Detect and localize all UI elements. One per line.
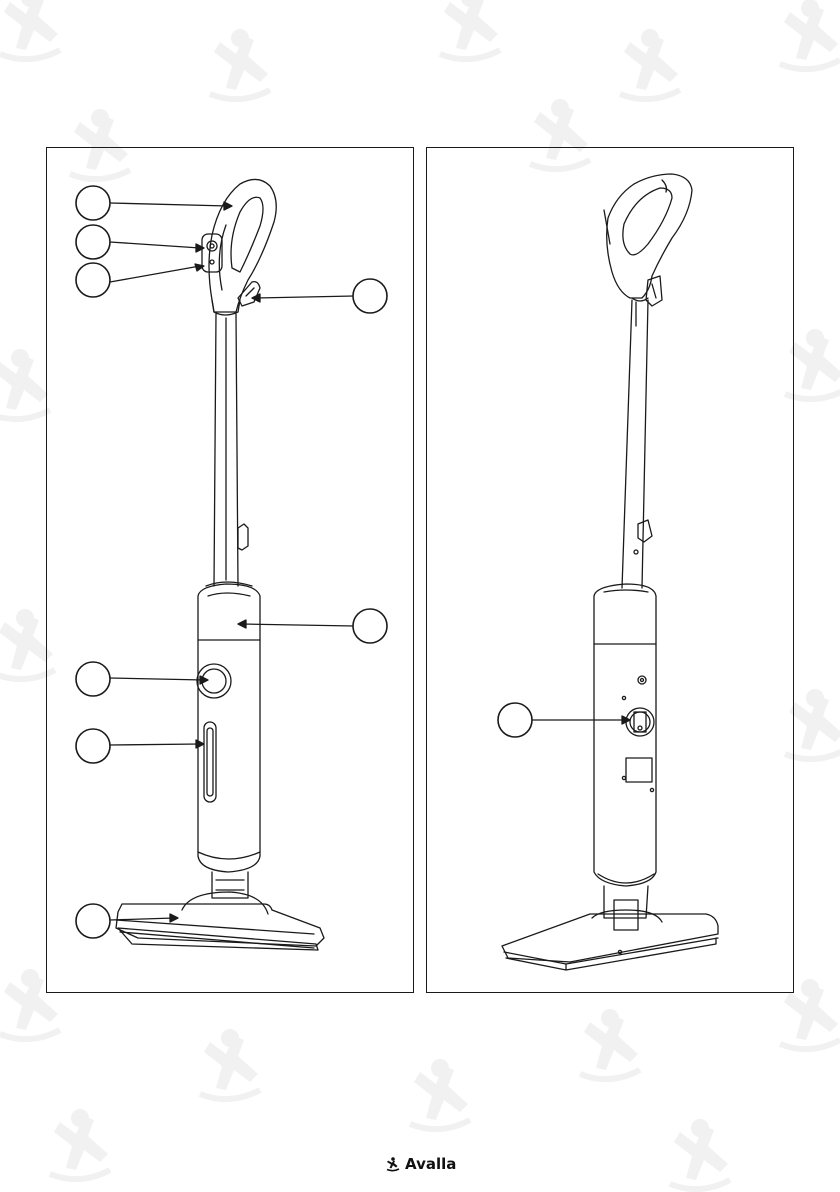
avalla-person-logo-icon [385,1156,401,1172]
water-fill-cap [626,708,654,736]
back-details [622,676,653,792]
brand-name: Avalla [405,1155,456,1173]
callout-marker [498,703,532,737]
callout-arrows [532,716,630,724]
mop-head [502,914,718,970]
callout-markers [498,703,532,737]
pole [622,298,648,588]
footer-brand: Avalla [385,1155,456,1173]
swivel-joint [592,886,662,930]
